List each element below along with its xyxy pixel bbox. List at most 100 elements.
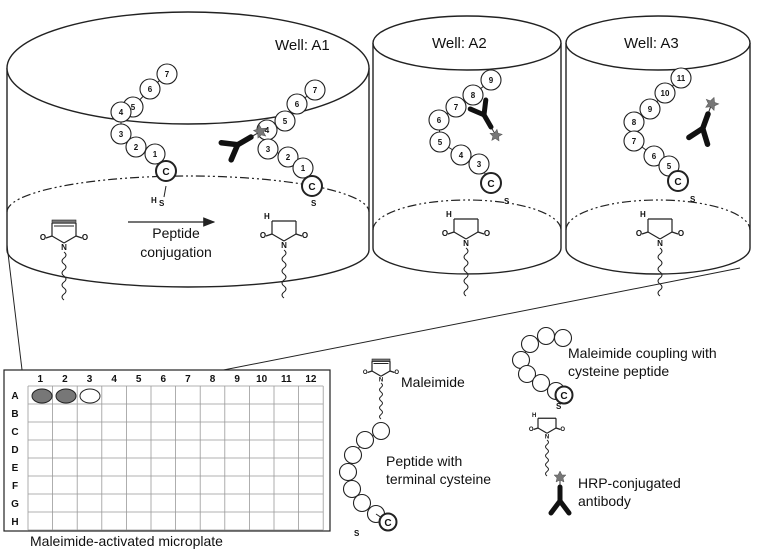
antibody-a3 [686, 96, 720, 148]
a1-left-bead-label: C [162, 167, 169, 178]
a1-right-bead-label: 5 [283, 117, 288, 126]
maleimide-oxygen-label: O [636, 229, 642, 238]
sulfur-label-a3: S [690, 195, 696, 204]
a1-left-bead [110, 123, 132, 145]
legend-maleimide-label: Maleimide [401, 374, 465, 390]
a2-bead-label: 6 [437, 116, 442, 125]
a1-right-bead-label: 2 [286, 153, 291, 162]
a1-left-bead [156, 63, 178, 85]
plate-column-label: 5 [136, 374, 142, 385]
plate-row-label: E [12, 463, 19, 474]
maleimide-nitrogen-label: N [657, 239, 663, 248]
legend-peptide-cysteine-label: C [384, 518, 391, 529]
a3-bead [623, 130, 645, 152]
a1-left-bead-label: 2 [134, 143, 139, 152]
maleimide-oxygen-label: O [678, 229, 684, 238]
plate-column-label: 8 [210, 374, 216, 385]
a1-right-bead [304, 79, 326, 101]
legend-coupling-bead [536, 326, 556, 346]
a3-bead [643, 145, 665, 167]
a3-bead [670, 67, 692, 89]
plate-column-label: 7 [185, 374, 191, 385]
plate-row-label: B [11, 409, 18, 420]
legend-peptide-bead [352, 493, 372, 513]
plate-row-label: F [12, 481, 18, 492]
legend-antibody-line1: HRP-conjugated [578, 475, 681, 491]
well-a1-title: Well: A1 [275, 37, 330, 54]
a2-bead-label: 4 [459, 151, 464, 160]
maleimide-legend-icon: O O N [363, 358, 399, 420]
a1-right-bead [292, 157, 314, 179]
legend-coupling-bead [531, 373, 551, 393]
sulfur-label-a1-left: S [159, 199, 165, 208]
a3-bead [654, 82, 676, 104]
a1-left-bead-label: 6 [148, 85, 153, 94]
maleimide-oxygen-label: O [484, 229, 490, 238]
a1-left-bead-label: 5 [131, 103, 136, 112]
a1-right-bead-label: 4 [265, 126, 270, 135]
a1-left-bead-label: 3 [119, 130, 124, 139]
legend-peptide-bead [342, 479, 362, 499]
a1-right-bead-label: 3 [266, 145, 271, 154]
maleimide-oxygen-label: O [260, 231, 266, 240]
well-a2-title: Well: A2 [432, 35, 487, 52]
maleimide-icon-a3: O O N H [636, 210, 684, 297]
a1-left-bead [139, 78, 161, 100]
maleimide-hydrogen-label: H [446, 210, 452, 219]
a3-bead-label: 8 [632, 118, 637, 127]
a1-left-bead [110, 101, 132, 123]
a2-bead [462, 84, 484, 106]
a2-bead [429, 131, 451, 153]
a2-bead [480, 69, 502, 91]
plate-row-label: C [11, 427, 18, 438]
a1-left-bead-label: 4 [119, 108, 124, 117]
plate-column-label: 4 [111, 374, 117, 385]
a2-bead-label: 8 [471, 91, 476, 100]
a1-left-bead-label: 1 [153, 150, 158, 159]
a2-bead-label: 9 [489, 76, 494, 85]
plate-row-label: H [11, 517, 18, 528]
maleimide-oxygen-label: O [560, 427, 565, 433]
a3-bead [667, 170, 689, 192]
a2-bead-label: 3 [477, 160, 482, 169]
antibody-a2 [467, 97, 503, 142]
a2-bead [480, 172, 502, 194]
a3-bead-label: 11 [677, 74, 686, 83]
coupling-legend-icon: C [511, 326, 574, 405]
a2-bead-label: C [487, 179, 494, 190]
well-a1-marker [31, 388, 53, 404]
maleimide-oxygen-label: O [363, 370, 368, 376]
legend-antibody-line2: antibody [578, 493, 631, 509]
legend-coupling-line1: Maleimide coupling with [568, 345, 717, 361]
maleimide-oxygen-label: O [394, 370, 399, 376]
legend-coupling-line2: cysteine peptide [568, 363, 669, 379]
a1-right-bead-label: 1 [301, 164, 306, 173]
maleimide-hydrogen-label: H [640, 210, 646, 219]
maleimide-oxygen-label: O [442, 229, 448, 238]
antibody-legend-icon [548, 470, 572, 516]
a2-bead-label: 7 [454, 103, 459, 112]
a1-right-bead-label: 6 [295, 100, 300, 109]
a1-left-bead [125, 136, 147, 158]
well-a2-marker [55, 388, 77, 404]
a1-right-bead [301, 175, 323, 197]
a3-bead-label: 9 [648, 105, 653, 114]
a1-right-bead-label: 7 [313, 86, 318, 95]
microplate-caption: Maleimide-activated microplate [30, 533, 223, 549]
maleimide-hydrogen-label: H [264, 212, 270, 221]
a1-left-bead [155, 160, 177, 182]
conjugation-label-line1: Peptide [152, 225, 200, 241]
maleimide-nitrogen-label: N [545, 435, 549, 441]
maleimide-nitrogen-label: N [379, 378, 383, 384]
a2-bead [428, 109, 450, 131]
plate-column-label: 6 [161, 374, 167, 385]
a3-bead-label: 10 [661, 89, 670, 98]
